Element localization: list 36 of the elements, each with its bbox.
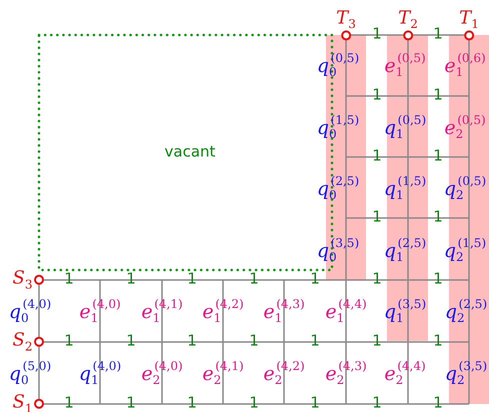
edge-weight: 1 xyxy=(310,272,320,286)
edge-weight: 1 xyxy=(372,396,382,410)
edge-weight: 1 xyxy=(372,334,382,348)
edge-weight: 1 xyxy=(126,272,136,286)
terminal-label: T$_{2}$ xyxy=(398,8,418,30)
edge-weight: 1 xyxy=(310,396,320,410)
edge-weight: 1 xyxy=(433,148,443,164)
edge-weight: 1 xyxy=(249,396,259,410)
edge-weight: 1 xyxy=(433,26,443,42)
terminal-label: S$_{2}$ xyxy=(12,332,32,352)
edge-weight: 1 xyxy=(64,334,74,348)
terminal-label: S$_{3}$ xyxy=(12,270,32,290)
edge-weight: 1 xyxy=(187,272,197,286)
edge-weight: 1 xyxy=(187,334,197,348)
terminal-label: S$_{1}$ xyxy=(12,394,32,412)
edge-weight: 1 xyxy=(249,272,259,286)
region-label: vacant xyxy=(164,144,216,160)
edge-weight: 1 xyxy=(310,334,320,348)
edge-weight: 1 xyxy=(372,210,382,224)
edge-weight: 1 xyxy=(433,334,443,348)
edge-weight: 1 xyxy=(187,396,197,410)
edge-weight: 1 xyxy=(372,26,382,42)
edge-weight: 1 xyxy=(372,272,382,286)
edge-weight: 1 xyxy=(64,396,74,410)
edge-weight: 1 xyxy=(433,272,443,286)
edge-weight: 1 xyxy=(433,210,443,224)
edge-weight: 1 xyxy=(126,334,136,348)
terminal-label: T$_{1}$ xyxy=(459,8,479,30)
terminal-label: T$_{3}$ xyxy=(336,8,356,30)
edge-weight: 1 xyxy=(433,88,443,102)
edge-weight: 1 xyxy=(64,272,74,286)
edge-weight: 1 xyxy=(372,148,382,164)
edge-weight: 1 xyxy=(249,334,259,348)
edge-weight: 1 xyxy=(433,396,443,410)
edge-weight: 1 xyxy=(372,88,382,102)
edge-weight: 1 xyxy=(126,396,136,410)
